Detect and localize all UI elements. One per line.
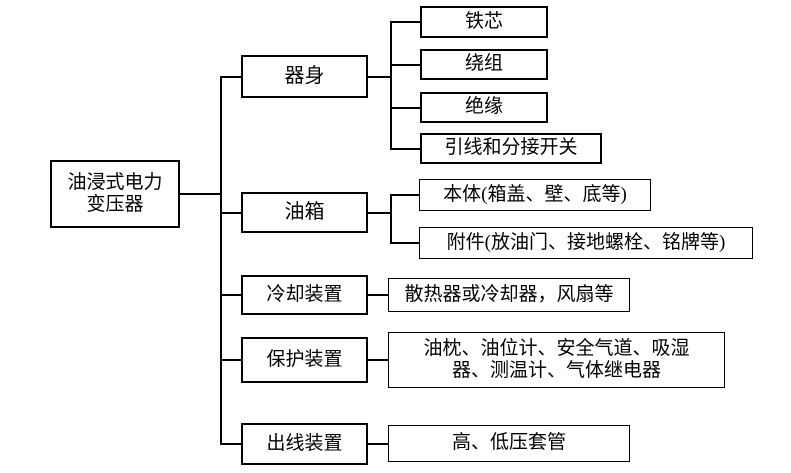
node-benti-label: 本体(箱盖、壁、底等) [443,183,627,205]
node-youzhen-youweiji-etc[interactable]: 油枕、油位计、安全气道、吸湿 器、测温计、气体继电器 [388,332,725,388]
node-qishen-label: 器身 [284,64,325,87]
node-tiexin[interactable]: 铁芯 [420,6,548,38]
node-qishen[interactable]: 器身 [241,55,368,98]
node-chuxian-zhuangzhi[interactable]: 出线装置 [241,423,368,465]
node-lengque-zhuangzhi[interactable]: 冷却装置 [241,275,368,315]
node-chuxian-label: 出线装置 [266,432,343,454]
node-sanreqi-huo-lengqueqi[interactable]: 散热器或冷却器，风扇等 [388,278,630,312]
node-baohu-zhuangzhi[interactable]: 保护装置 [241,337,368,383]
connector-baohu-stub [366,359,390,361]
connector-trunk-to-youxiang [220,212,243,214]
connector-trunk-to-chuxian [220,443,243,445]
node-lengque-label: 冷却装置 [266,283,343,305]
node-baohu-detail-label: 油枕、油位计、安全气道、吸湿 器、测温计、气体继电器 [423,337,690,381]
connector-root-stub [179,193,222,195]
connector-qishen-stub [366,76,392,78]
connector-qishen-to-raozu [390,64,422,66]
node-raozu-label: 绕组 [464,53,503,75]
node-raozu[interactable]: 绕组 [420,49,548,80]
connector-qishen-to-yinxian [390,148,422,150]
connector-qishen-to-tiexin [390,21,422,23]
node-fujian-label: 附件(放油门、接地螺栓、铭牌等) [446,231,726,253]
connector-youxiang-stub [366,212,392,214]
node-root-label: 油浸式电力 变压器 [67,171,163,215]
connector-youxiang-trunk [390,194,392,244]
node-jueyuan[interactable]: 绝缘 [420,92,548,123]
connector-lengque-stub [366,294,390,296]
connector-youxiang-to-benti [390,194,421,196]
connector-qishen-trunk [390,21,392,149]
node-root-oil-immersed-power-transformer[interactable]: 油浸式电力 变压器 [50,160,180,228]
node-tiexin-label: 铁芯 [464,10,503,32]
connector-main-trunk [220,76,222,445]
node-benti[interactable]: 本体(箱盖、壁、底等) [419,179,651,211]
node-yinxian-label: 引线和分接开关 [444,137,578,159]
connector-trunk-to-baohu [220,359,243,361]
node-yinxian-he-fenjie-kaiguan[interactable]: 引线和分接开关 [420,133,602,164]
connector-youxiang-to-fujian [390,242,421,244]
node-baohu-label: 保护装置 [266,348,343,370]
node-gao-diya-taoguan[interactable]: 高、低压套管 [388,425,630,462]
node-jueyuan-label: 绝缘 [464,96,503,118]
node-sanreqi-label: 散热器或冷却器，风扇等 [404,283,614,305]
node-taoguan-label: 高、低压套管 [451,432,566,454]
connector-trunk-to-lengque [220,294,243,296]
node-youxiang-label: 油箱 [284,200,325,223]
connector-trunk-to-qishen [220,76,243,78]
node-youxiang[interactable]: 油箱 [241,192,368,233]
node-fujian[interactable]: 附件(放油门、接地螺栓、铭牌等) [419,227,753,259]
connector-qishen-to-jueyuan [390,107,422,109]
connector-chuxian-stub [366,443,390,445]
